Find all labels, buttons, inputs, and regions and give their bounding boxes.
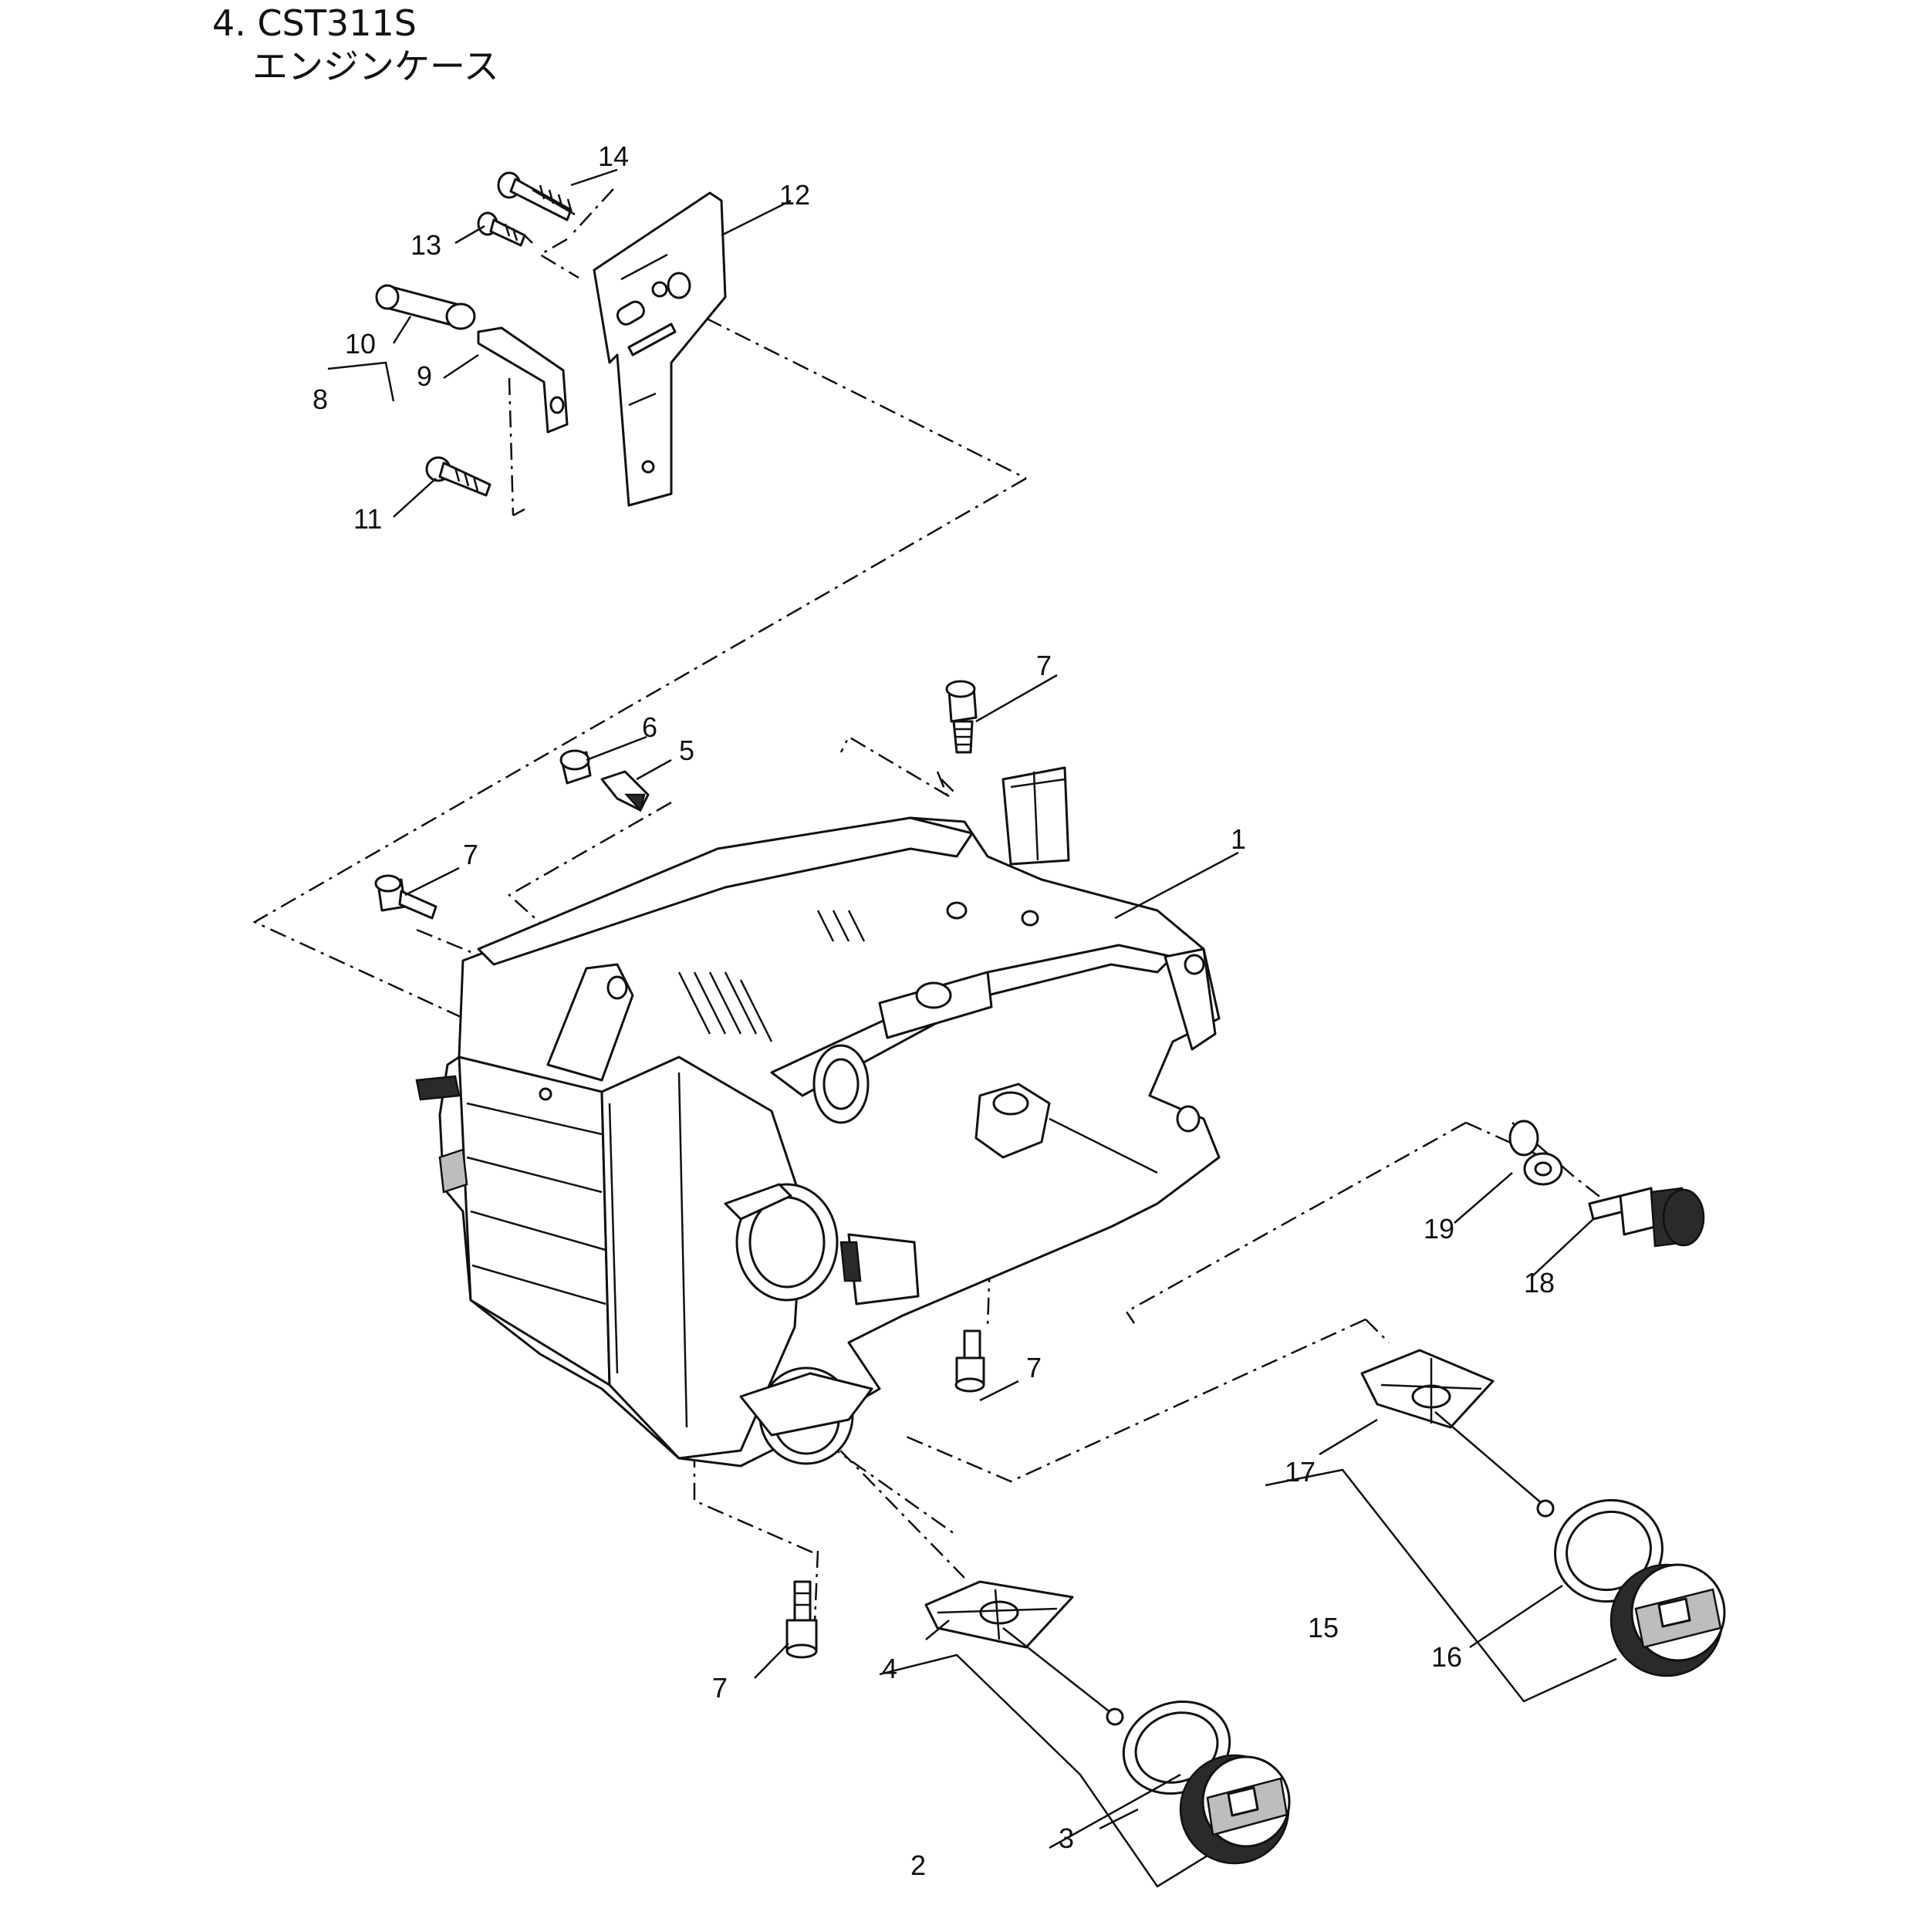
part-14-bolt (497, 171, 576, 221)
part-7-bolt-top (945, 680, 978, 754)
callout-3: 3 (1059, 1822, 1074, 1854)
leader-lines (327, 168, 1617, 1888)
callout-6: 6 (642, 711, 657, 743)
callout-18: 18 (1524, 1267, 1555, 1299)
section-title: エンジンケース (252, 46, 499, 87)
callout-5: 5 (679, 735, 694, 766)
callout-15: 15 (1308, 1612, 1339, 1643)
part-7-bolt-mid (954, 1329, 985, 1393)
callout-7-bottom: 7 (712, 1672, 728, 1704)
part-15-cap (1609, 1563, 1726, 1677)
part-2-cap (1179, 1754, 1291, 1865)
part-1-engine-case (415, 766, 1221, 1468)
callout-2: 2 (910, 1849, 926, 1881)
callout-9: 9 (417, 360, 432, 392)
callout-12: 12 (779, 179, 810, 211)
callout-7-top: 7 (1036, 650, 1052, 681)
callout-16: 16 (1431, 1641, 1462, 1673)
callout-11: 11 (353, 503, 382, 535)
model-title: 4. CST311S (212, 2, 417, 44)
callout-19: 19 (1424, 1213, 1454, 1245)
part-7-bolt-bottom (785, 1580, 818, 1659)
part-18-valve (1588, 1187, 1705, 1248)
callout-1: 1 (1231, 823, 1246, 855)
callout-labels: 1 2 3 4 5 6 7 7 7 7 8 9 10 11 12 13 14 1… (312, 140, 1555, 1881)
part-6-cap (559, 749, 592, 785)
callout-17: 17 (1285, 1456, 1316, 1488)
part-13-screw (477, 211, 533, 247)
part-4-filter (924, 1580, 1124, 1726)
callout-7-left: 7 (463, 839, 478, 870)
diagram-title: 4. CST311S エンジンケース (212, 2, 499, 88)
part-7-bolt-left (374, 874, 437, 920)
callout-8: 8 (312, 383, 328, 415)
callout-10: 10 (345, 328, 376, 360)
part-10-bumper (375, 284, 476, 330)
callout-13: 13 (410, 229, 441, 261)
part-9-bracket (477, 326, 569, 434)
callout-4: 4 (882, 1653, 897, 1684)
callout-7-mid: 7 (1026, 1352, 1042, 1383)
part-19-grommet (1508, 1120, 1563, 1186)
callout-14: 14 (598, 140, 629, 172)
part-11-screw (425, 456, 491, 497)
part-12-guide-plate (593, 191, 727, 507)
part-17-filter (1360, 1349, 1555, 1518)
part-5-pin (600, 770, 650, 812)
